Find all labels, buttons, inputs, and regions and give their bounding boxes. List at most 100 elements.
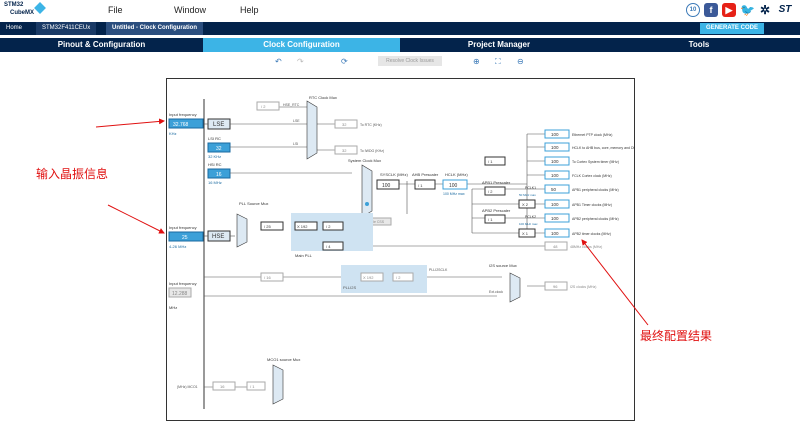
cortex-div-value: / 1 [488,159,493,164]
i2s-clock-box [544,281,568,291]
pclk1-label: PCLK1 [525,186,536,190]
lsi-block [207,142,231,153]
lse-freq-input[interactable] [168,118,204,129]
tab-pinout[interactable]: Pinout & Configuration [57,40,146,49]
output-clock-box[interactable] [544,142,570,152]
generate-code-button[interactable]: GENERATE CODE [700,23,764,34]
facebook-icon[interactable]: f [704,3,718,17]
output-clock-box[interactable] [544,199,570,209]
pllm-value: / 25 [264,224,271,229]
zoom-out-icon[interactable]: ⊖ [517,57,524,66]
x2-label: X 2 [522,202,529,207]
lsi-value: 32 [216,146,222,152]
annotation-input-crystal: 输入晶振信息 [36,167,109,181]
hse-rtc-label: HSE_RTC [283,103,300,107]
i2s-ext-value: 12.288 [172,291,188,297]
plli2sn-select[interactable] [360,272,384,282]
to-rtc-value-box [334,119,358,129]
sysclk-value: 100 [382,183,391,189]
youtube-icon[interactable]: ▶ [722,3,736,17]
pllclk-radio[interactable] [365,202,369,206]
ext-clock-label: Ext.clock [489,290,503,294]
to-iwdg-value: 32 [342,148,347,153]
breadcrumb-project[interactable]: Untitled - Clock Configuration [106,22,203,35]
pclk1-max: 50 MHz max [519,193,536,197]
hse-rtc-divider[interactable] [256,101,280,111]
hclk-label: HCLK (MHz) [445,172,468,177]
zoom-in-icon[interactable]: ⊕ [473,57,480,66]
menu-help[interactable]: Help [240,5,259,15]
hse-freq-input[interactable] [168,231,204,242]
st-logo-icon[interactable]: ST [776,3,794,17]
pllp-select[interactable] [322,221,344,231]
mco1-source-mux[interactable] [272,364,284,405]
clock-toolbar: ↶ ↷ ⟳ Resolve Clock Issues ⊕ ⛶ ⊖ [0,55,800,69]
apb1-timer-multiplier [518,199,536,209]
tab-project-manager[interactable]: Project Manager [467,40,531,49]
pllq-select[interactable] [322,241,344,251]
plli2sm-select[interactable] [260,272,284,282]
output-clock-label: FCLK Cortex clock (MHz) [572,174,612,178]
apb2-prescaler-label: APB2 Prescaler [482,208,511,213]
plln-select[interactable] [294,221,318,231]
logo-text-line1: STM32 [4,2,24,8]
ahb-prescaler-select[interactable] [414,179,436,190]
apb1-prescaler-label: APB1 Prescaler [482,180,511,185]
tab-tools[interactable]: Tools [688,40,710,49]
arrow-to-outputs [581,239,649,326]
cortex-timer-divider[interactable] [484,156,506,166]
arrow-to-hse [107,204,165,234]
refresh-icon[interactable]: ⟳ [341,57,348,66]
output-clock-label: To Cortex System timer (MHz) [572,160,619,164]
system-clock-mux[interactable] [361,164,373,218]
pclk2-max: 100 MHz max [519,222,538,226]
hse-rtc-div-value: / 2 [261,104,266,109]
tab-clock-configuration[interactable]: Clock Configuration [203,38,400,52]
i2s-source-mux[interactable] [509,272,521,303]
plli2sr-value: / 2 [396,275,401,280]
output-clock-box[interactable] [544,156,570,166]
main-pll-label: Main PLL [295,253,313,258]
plli2sclk-label: PLLI2SCLK [429,268,448,272]
clock-tree-canvas: Input frequency 32.768 KHz LSE LSI RC 32… [166,78,649,421]
breadcrumb-device[interactable]: STM32F411CEUx [36,22,97,35]
pll-source-mux[interactable] [236,213,248,248]
output-clock-label: APB1 Timer clocks (MHz) [572,203,612,207]
lse-range: KHz [169,131,177,136]
output-clock-box[interactable] [544,228,570,238]
plln-value: X 192 [297,224,308,229]
mco1-divider[interactable] [246,381,266,391]
breadcrumb: Home STM32F411CEUx Untitled - Clock Conf… [0,22,800,35]
pllm-select[interactable] [260,221,284,231]
apb1-prescaler-select[interactable] [484,186,506,196]
plli2s-label: PLLI2S [343,285,356,290]
menu-window[interactable]: Window [174,5,207,15]
apb2-prescaler-select[interactable] [484,214,506,224]
resolve-clock-issues-button[interactable]: Resolve Clock Issues [378,56,442,66]
network-icon[interactable]: ✲ [758,3,772,17]
output-clock-box[interactable] [544,170,570,180]
pllq-value: / 4 [326,244,331,249]
i2s-ext-input[interactable] [168,287,192,298]
fit-icon[interactable]: ⛶ [495,57,501,66]
menu-file[interactable]: File [108,5,123,15]
output-clock-box[interactable] [544,213,570,223]
breadcrumb-home[interactable]: Home [0,22,29,35]
rtc-clock-mux[interactable] [306,100,318,160]
twitter-icon[interactable]: 🐦 [740,3,755,17]
ahb-prescaler-label: AHB Prescaler [412,172,439,177]
hse-label: HSE [212,234,224,240]
undo-icon[interactable]: ↶ [275,57,282,66]
mco1-div-value: / 1 [250,384,255,389]
anniversary-badge-icon[interactable]: 10 [686,3,700,17]
rtc-mux-lsi: LSI [293,142,298,146]
hse-input-label: Input frequency [169,225,197,230]
plli2sr-select[interactable] [392,272,414,282]
output-clock-box[interactable] [544,129,570,139]
output-clock-box[interactable] [544,184,570,194]
redo-icon[interactable]: ↷ [297,57,304,66]
hclk-input[interactable] [442,179,468,190]
hsi-block [207,168,231,179]
